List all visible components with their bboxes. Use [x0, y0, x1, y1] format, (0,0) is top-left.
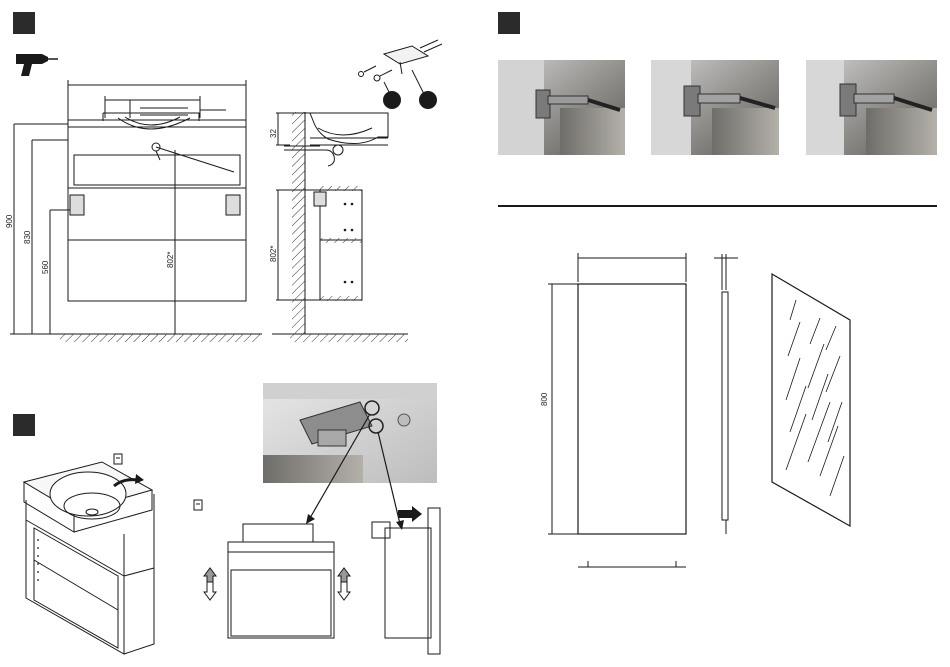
front-elevation-drawing: [10, 80, 262, 334]
dim-hinge-height: 560: [41, 260, 50, 274]
hinge-photo-1: [498, 60, 625, 155]
door-depth-adjust-drawing: [372, 508, 440, 654]
cabinet-shelf-hatch-bottom: [320, 296, 362, 301]
hinge-adjust-photo: [263, 383, 437, 483]
small-bracket-icon-a: [114, 454, 122, 464]
mirror-side-view: [714, 254, 738, 534]
up-down-arrow-icon: [204, 568, 350, 600]
step-badge-2: [498, 12, 520, 34]
dim-mirror-height: 800: [540, 392, 549, 406]
screw-icon: [359, 66, 393, 81]
floor-hatch-front: [60, 334, 260, 342]
vanity-perspective-drawing: [24, 462, 154, 654]
hinge-photo-2: [651, 60, 779, 155]
hinge-photo-3: [806, 60, 937, 155]
cabinet-shelf-hatch-mid: [320, 238, 362, 243]
wall-hatch-side: [292, 112, 305, 334]
callout-arrow-left-head: [306, 514, 315, 524]
wall-bracket-detail: [384, 40, 442, 74]
dim-basin-height: 830: [23, 230, 32, 244]
drill-icon: [16, 54, 58, 76]
dim-overall-height: 900: [5, 214, 14, 228]
floor-hatch-side: [290, 334, 408, 342]
dim-top-offset: 32: [269, 129, 278, 138]
shelf-pin-holes-perspective: [37, 539, 39, 581]
push-arrow-icon: [398, 506, 422, 522]
dim-cabinet-height-front: 802*: [166, 252, 175, 268]
door-height-adjust-drawing: [228, 524, 334, 638]
dim-cabinet-height-side: 802*: [269, 246, 278, 262]
mirror-front-view: [548, 253, 686, 567]
small-bracket-icon-b: [194, 500, 202, 510]
callout-dot-a: [383, 91, 401, 109]
step-badge-1: [13, 12, 35, 34]
step-badge-3: [13, 414, 35, 436]
mirror-perspective-view: [772, 274, 850, 526]
callout-dot-b: [419, 91, 437, 109]
cabinet-shelf-hatch-top: [320, 186, 362, 191]
callout-line-b: [412, 70, 424, 94]
